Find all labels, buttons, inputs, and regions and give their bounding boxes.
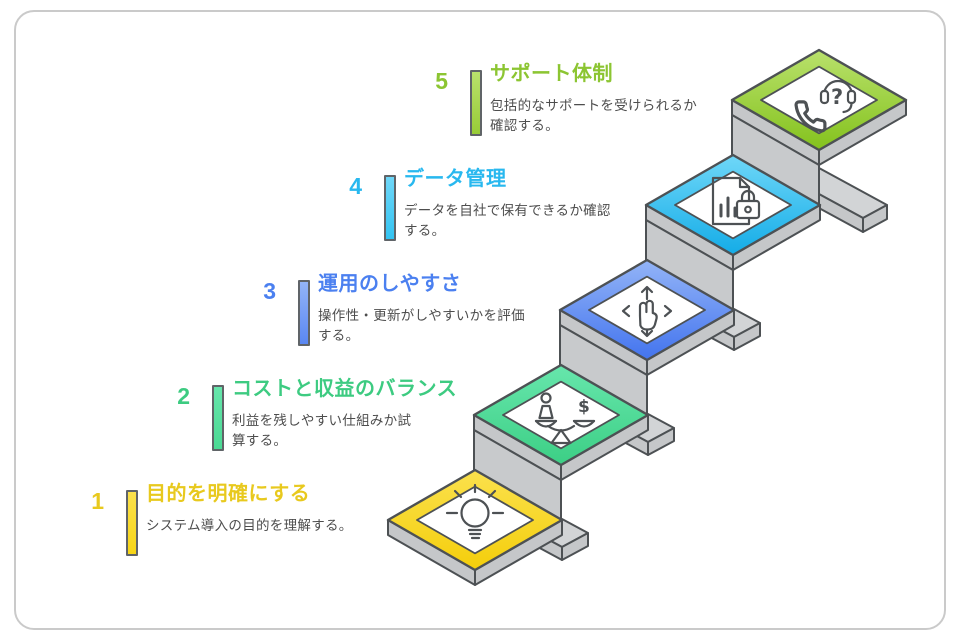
step-number: 3: [263, 278, 276, 304]
step-number: 1: [91, 488, 104, 514]
step-color-bar: [384, 175, 396, 241]
step-color-bar: [298, 280, 310, 346]
balance-scale-icon: $: [534, 392, 596, 445]
step-description: データを自社で保有できるか確認する。: [404, 203, 611, 239]
step-color-bar: [470, 70, 482, 136]
svg-text:$: $: [578, 397, 590, 417]
step-title: コストと収益のバランス: [232, 378, 458, 400]
step-number: 5: [435, 68, 448, 94]
step-description: 包括的なサポートを受けられるか確認する。: [490, 98, 697, 134]
step-title: 運用のしやすさ: [318, 273, 462, 295]
step-number: 4: [349, 173, 362, 199]
step-title: サポート体制: [490, 63, 613, 85]
document-lock-icon: [711, 176, 761, 226]
step-number: 2: [177, 383, 190, 409]
step-platform-3: [558, 258, 736, 376]
step-color-bar: [212, 385, 224, 451]
step-platform-2: $: [472, 363, 650, 481]
step-title: データ管理: [404, 168, 507, 190]
step-color-bar: [126, 490, 138, 556]
phone-support-icon: ?: [794, 79, 857, 133]
svg-text:?: ?: [831, 85, 843, 109]
step-platform-1: [386, 468, 564, 586]
step-title: 目的を明確にする: [146, 483, 311, 505]
step-description: システム導入の目的を理解する。: [146, 518, 353, 533]
step-description: 利益を残しやすい仕組みか試算する。: [232, 413, 412, 449]
lightbulb-idea-icon: [445, 483, 505, 540]
step-platform-5: ?: [730, 48, 908, 166]
step-description: 操作性・更新がしやすいかを評価する。: [318, 308, 525, 344]
step-platform-4: [644, 153, 822, 271]
touch-gesture-icon: [621, 285, 673, 338]
